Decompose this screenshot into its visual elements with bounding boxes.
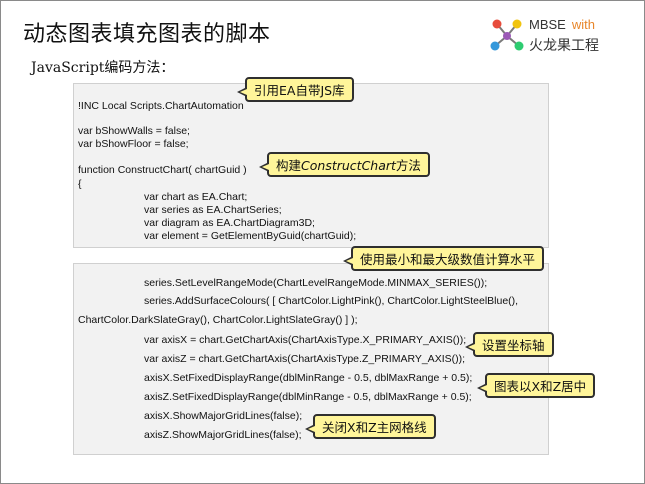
- code-line: axisX.SetFixedDisplayRange(dblMinRange -…: [144, 372, 473, 384]
- callout-set-axis: 设置坐标轴: [465, 332, 554, 357]
- code-line: axisX.ShowMajorGridLines(false);: [144, 410, 303, 422]
- code-line: var diagram as EA.ChartDiagram3D;: [144, 217, 315, 229]
- code-line: !INC Local Scripts.ChartAutomation: [78, 100, 244, 112]
- code-block-2: series.SetLevelRangeMode(ChartLevelRange…: [73, 263, 549, 455]
- callout-grid-lines-off: 关闭X和Z主网格线: [305, 414, 436, 439]
- code-line: function ConstructChart( chartGuid ): [78, 164, 247, 176]
- code-line: ChartColor.DarkSlateGray(), ChartColor.L…: [78, 314, 358, 326]
- callout-level-range: 使用最小和最大级数值计算水平: [343, 246, 545, 271]
- code-line: var series as EA.ChartSeries;: [144, 204, 282, 216]
- callout-center-xz: 图表以X和Z居中: [477, 373, 596, 398]
- code-line: var axisX = chart.GetChartAxis(ChartAxis…: [144, 334, 467, 346]
- code-line: series.SetLevelRangeMode(ChartLevelRange…: [144, 277, 488, 289]
- logo-name: 火龙果工程: [529, 38, 599, 54]
- code-line: {: [78, 178, 82, 190]
- callout-js-library: 引用EA自带JS库: [237, 77, 354, 102]
- slide-title: 动态图表填充图表的脚本: [23, 22, 271, 47]
- code-line: var bShowWalls = false;: [78, 125, 190, 137]
- code-line: var element = GetElementByGuid(chartGuid…: [144, 230, 357, 242]
- code-line: axisZ.SetFixedDisplayRange(dblMinRange -…: [144, 391, 472, 403]
- code-line: axisZ.ShowMajorGridLines(false);: [144, 429, 302, 441]
- code-line: var bShowFloor = false;: [78, 138, 189, 150]
- callout-construct-chart: 构建ConstructChart方法: [259, 152, 430, 177]
- code-line: var axisZ = chart.GetChartAxis(ChartAxis…: [144, 353, 466, 365]
- slide-subtitle: JavaScript编码方法：: [31, 60, 175, 76]
- code-line: series.AddSurfaceColours( [ ChartColor.L…: [144, 295, 519, 307]
- code-line: var chart as EA.Chart;: [144, 191, 248, 203]
- molecule-logo-icon: [490, 19, 524, 51]
